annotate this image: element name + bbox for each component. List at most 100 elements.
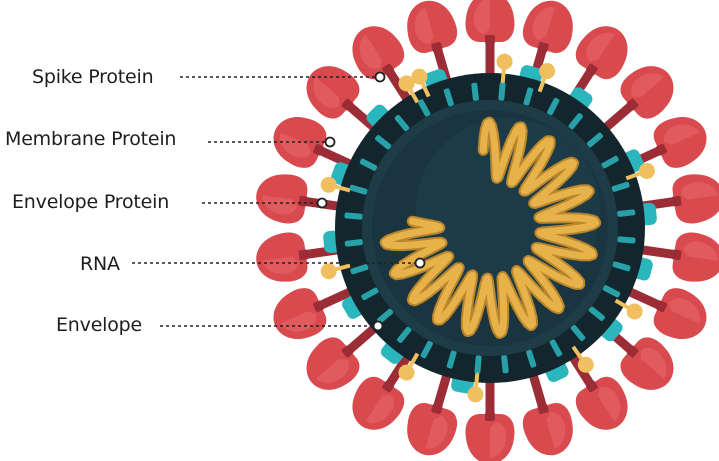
spike-collar [341,345,354,358]
envelope-notch [498,82,506,101]
virus-body [320,53,657,403]
envelope-notch-mark [443,88,454,107]
spike-highlight [490,422,507,458]
envelope-notch-mark [377,308,394,324]
label-envelope: Envelope [56,314,143,336]
envelope-notch [523,87,534,106]
spike-highlight [359,34,382,69]
membrane-protein-knob [496,53,513,70]
spike-collar [313,300,325,313]
spike-highlight [280,311,317,332]
envelope-notch-mark [617,209,636,217]
membrane-protein-stem [473,372,480,391]
spike-highlight [262,195,298,215]
envelope-notch-mark [420,340,433,359]
envelope-notch [586,132,603,148]
envelope-notch-mark [397,326,412,343]
spike-collar [382,380,394,393]
spike-collar [431,403,443,415]
spike-collar [671,195,682,207]
rna-strand [381,118,600,337]
envelope-notch-mark [547,97,560,116]
membrane-protein [467,372,484,403]
envelope-notch-mark [526,349,537,368]
envelope-notch [443,88,454,107]
spike-highlight [681,182,718,200]
envelope-notch-mark [359,158,378,171]
spike-collar [382,63,394,76]
envelope-notch [446,350,457,369]
spike-collar [586,63,598,76]
envelope-notch [417,99,431,117]
envelope-notch [377,308,394,324]
label-membrane-protein: Membrane Protein [5,128,177,150]
membrane-protein-knob [411,68,428,85]
envelope-notch [611,181,630,192]
spike-highlight [365,394,394,424]
envelope-notch-mark [375,135,392,150]
membrane-protein-stem [500,65,507,84]
envelope-notch-mark [568,113,583,130]
envelope-notch-mark [588,306,605,321]
spike-collar [298,195,309,207]
membrane-protein-knob [638,162,655,179]
spike-highlight [262,256,299,274]
label-envelope-protein: Envelope Protein [12,191,170,213]
leader-envelope-dot [372,320,384,332]
envelope-notch [501,355,509,374]
spike-head [653,116,707,168]
spike-collar [537,41,549,53]
envelope-notch [547,97,560,116]
envelope-notch-mark [349,184,368,195]
membrane-protein-knob [577,356,594,373]
envelope-notch [350,264,369,275]
membrane-protein-knob [467,386,484,403]
spike-highlight [473,0,490,34]
envelope-notch [361,287,379,301]
spike-highlight [631,73,664,98]
membrane-protein [320,176,351,193]
spike-highlight [663,124,700,145]
membrane-protein-knob [320,176,337,193]
envelope-notch [420,340,433,359]
envelope-notch [474,355,482,374]
leader-rna-dot [414,257,426,269]
membrane-protein [571,345,594,373]
leader-spike-dot [374,71,386,83]
envelope-notch-mark [601,155,619,169]
membrane-protein-knob [398,75,415,92]
label-spike-protein: Spike Protein [32,66,154,88]
envelope-notch [602,285,621,298]
spike-highlight [313,77,340,108]
envelope-notch [570,324,586,341]
envelope-notch [375,135,392,150]
membrane-protein-knob [539,63,556,80]
spike-collar [626,98,639,111]
envelope-notch [612,261,631,272]
membrane-protein [496,53,513,84]
membrane-protein-stem [332,263,351,273]
envelope-notch [617,209,636,217]
membrane-protein [625,162,655,181]
spike-highlight [682,241,718,261]
spike-collar [655,300,667,313]
spike-collar [431,41,443,53]
envelope-notch-mark [498,82,506,101]
spike-highlight [640,348,667,379]
envelope-notch-mark [344,212,363,220]
spike-collar [485,412,495,421]
membrane-protein [320,263,351,280]
spike-highlight [316,358,349,383]
envelope-notch-mark [394,115,410,132]
spike-collar [671,249,682,261]
envelope-notch [617,236,636,244]
envelope-notch-mark [612,261,631,272]
envelope-notch [526,349,537,368]
envelope-notch-mark [611,181,630,192]
envelope-notch [359,158,378,171]
membrane-protein-knob [398,364,415,381]
spike-head [575,376,628,430]
envelope-notch-mark [501,355,509,374]
envelope-notch-mark [350,264,369,275]
envelope-notch-mark [570,324,586,341]
